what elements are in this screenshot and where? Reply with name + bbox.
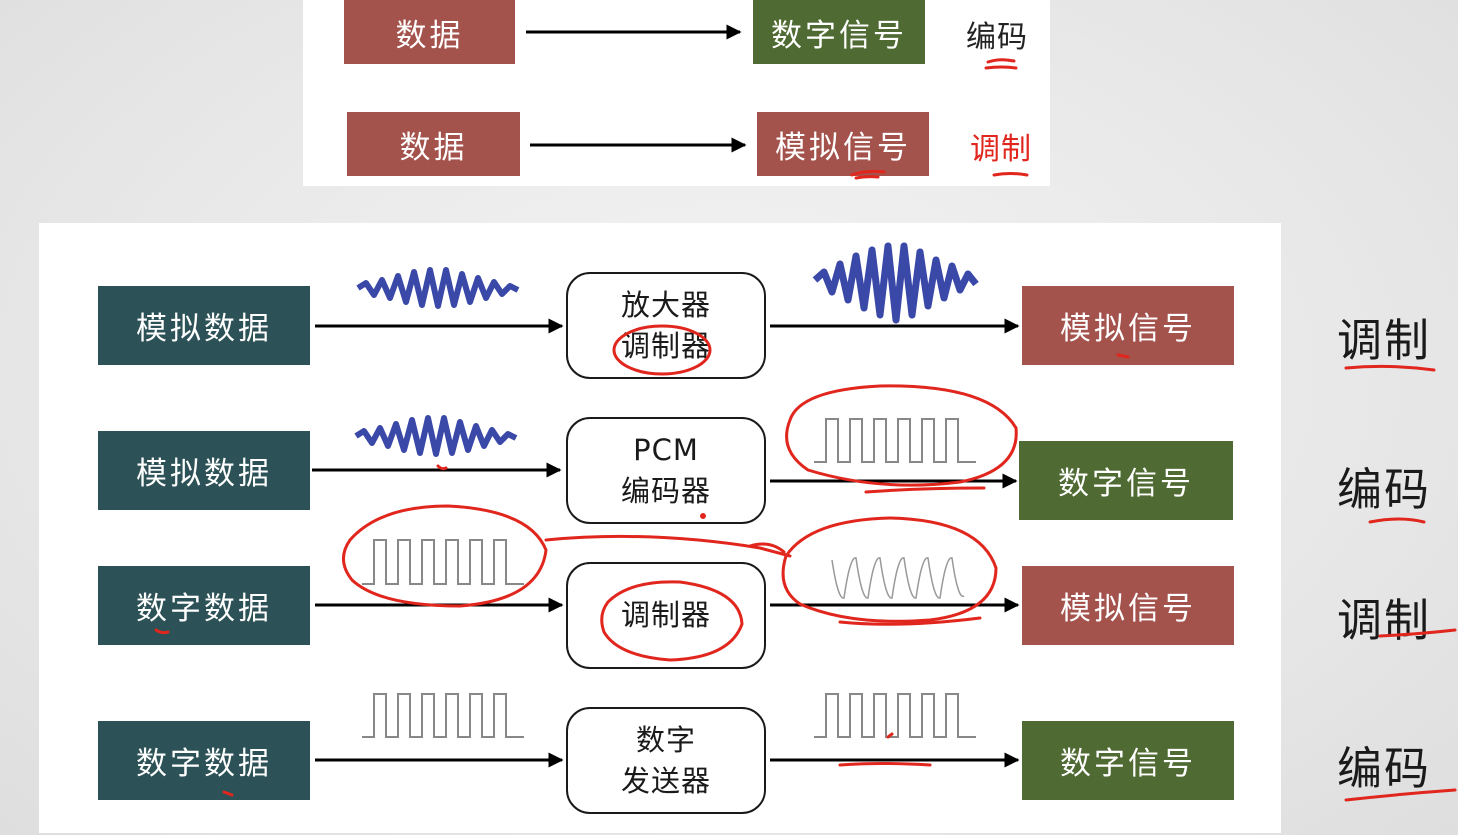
row3-process-line-1: 调制器 bbox=[620, 598, 711, 632]
top-data-block-2: 数据 bbox=[347, 112, 520, 176]
top-modulation-label: 调制 bbox=[970, 132, 1032, 167]
row1-process-line-2: 调制器 bbox=[620, 328, 711, 363]
row3-source-block: 数字数据 bbox=[98, 566, 310, 645]
row4-process-box: 数字 发送器 bbox=[566, 707, 766, 814]
row3-target-block: 模拟信号 bbox=[1022, 566, 1234, 645]
row2-process-line-2: 编码器 bbox=[620, 473, 711, 508]
row1-source-block: 模拟数据 bbox=[98, 286, 310, 365]
row4-side-label: 编码 bbox=[1337, 742, 1432, 795]
row4-process-line-2: 发送器 bbox=[620, 763, 711, 798]
top-data-block-1: 数据 bbox=[344, 0, 515, 64]
row2-process-line-1: PCM bbox=[633, 432, 699, 467]
row3-side-label: 调制 bbox=[1337, 594, 1432, 647]
row1-process-line-1: 放大器 bbox=[620, 287, 711, 322]
top-digital-signal-block: 数字信号 bbox=[753, 0, 925, 64]
row4-process-line-1: 数字 bbox=[635, 722, 696, 757]
top-analog-signal-block: 模拟信号 bbox=[757, 112, 929, 176]
row4-source-block: 数字数据 bbox=[98, 721, 310, 800]
row2-side-label: 编码 bbox=[1337, 463, 1432, 516]
top-encoding-label: 编码 bbox=[966, 20, 1028, 55]
row1-side-label: 调制 bbox=[1337, 314, 1432, 367]
row1-target-block: 模拟信号 bbox=[1022, 286, 1234, 365]
row2-source-block: 模拟数据 bbox=[98, 431, 310, 510]
row2-process-box: PCM 编码器 bbox=[566, 417, 766, 524]
row2-target-block: 数字信号 bbox=[1019, 441, 1233, 520]
row1-process-box: 放大器 调制器 bbox=[566, 272, 766, 379]
row3-process-box: 调制器 bbox=[566, 562, 766, 669]
row4-target-block: 数字信号 bbox=[1022, 721, 1234, 800]
